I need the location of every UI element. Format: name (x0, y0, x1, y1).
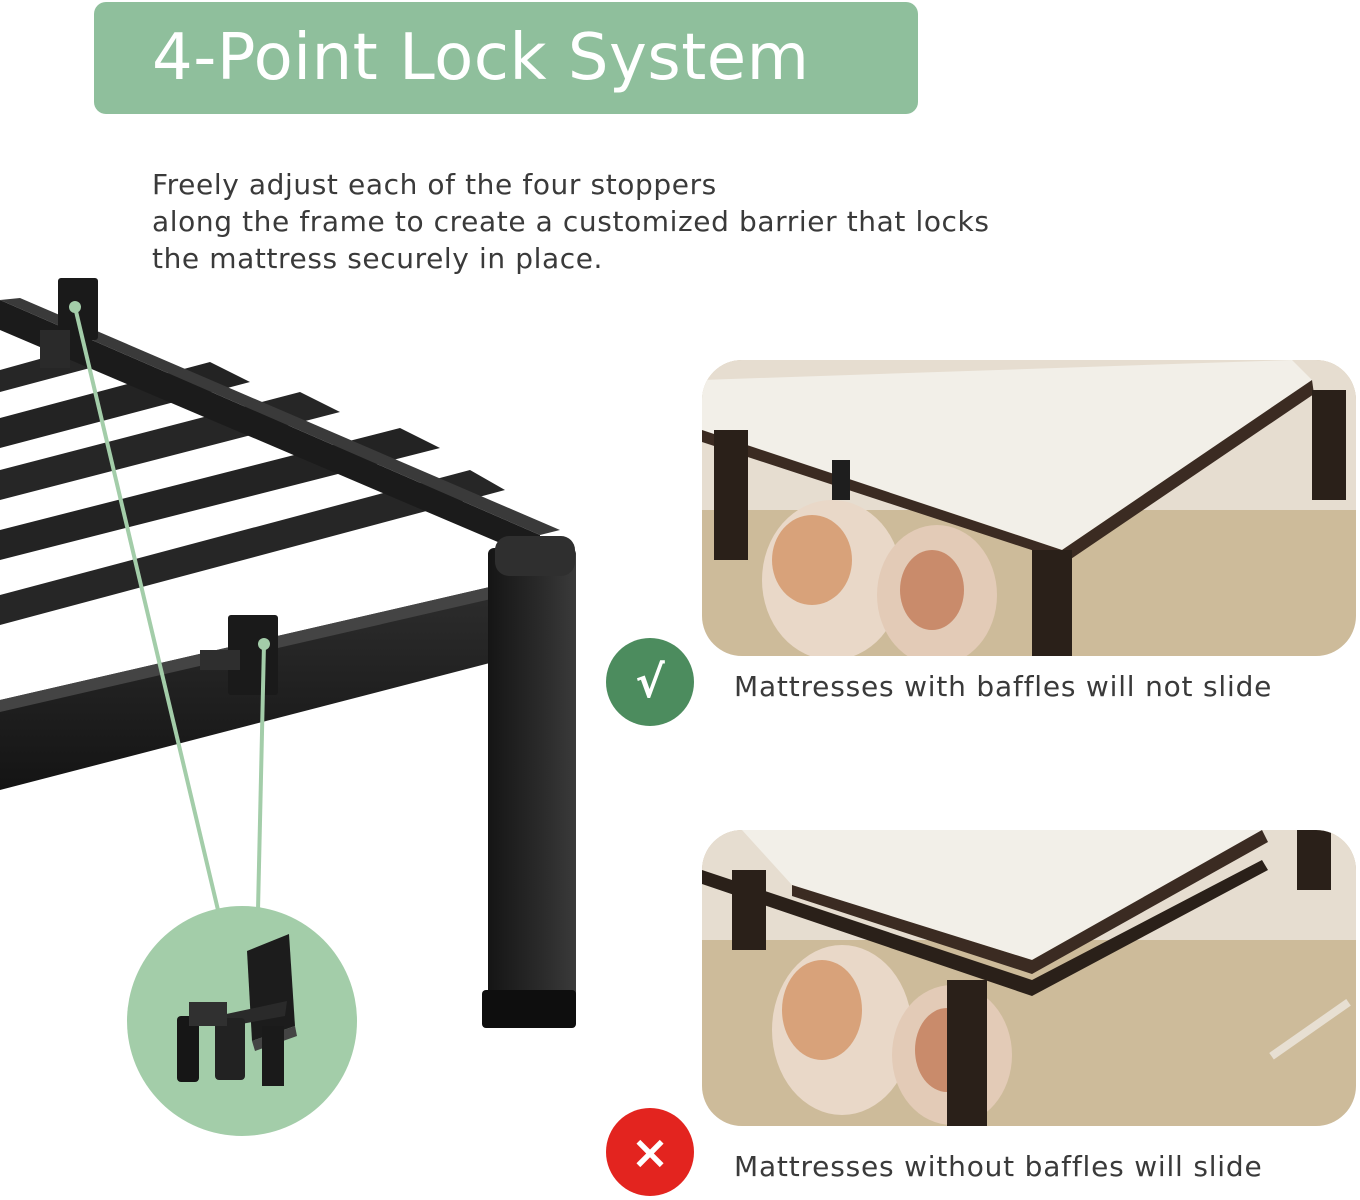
stopper-front (200, 615, 278, 695)
description-line: Freely adjust each of the four stoppers (152, 168, 717, 201)
photo-without-baffles (702, 830, 1356, 1126)
back-rail (0, 300, 540, 560)
bed-leg (482, 536, 576, 1028)
description: Freely adjust each of the four stoppers … (152, 166, 1132, 277)
bed-frame-illustration (0, 278, 576, 1028)
stopper-detail-circle (127, 906, 357, 1136)
stopper-bracket-icon (177, 934, 297, 1086)
callout-line (256, 643, 266, 911)
check-icon: √ (606, 638, 694, 726)
description-line: along the frame to create a customized b… (152, 205, 990, 238)
caption-without-baffles: Mattresses without baffles will slide (734, 1150, 1263, 1183)
caption-with-baffles: Mattresses with baffles will not slide (734, 670, 1273, 703)
page-title: 4-Point Lock System (152, 21, 810, 95)
photo-with-baffles (702, 360, 1356, 656)
callout-line (73, 306, 220, 911)
close-icon: × (606, 1108, 694, 1196)
description-line: the mattress securely in place. (152, 242, 604, 275)
title-banner: 4-Point Lock System (94, 2, 918, 114)
